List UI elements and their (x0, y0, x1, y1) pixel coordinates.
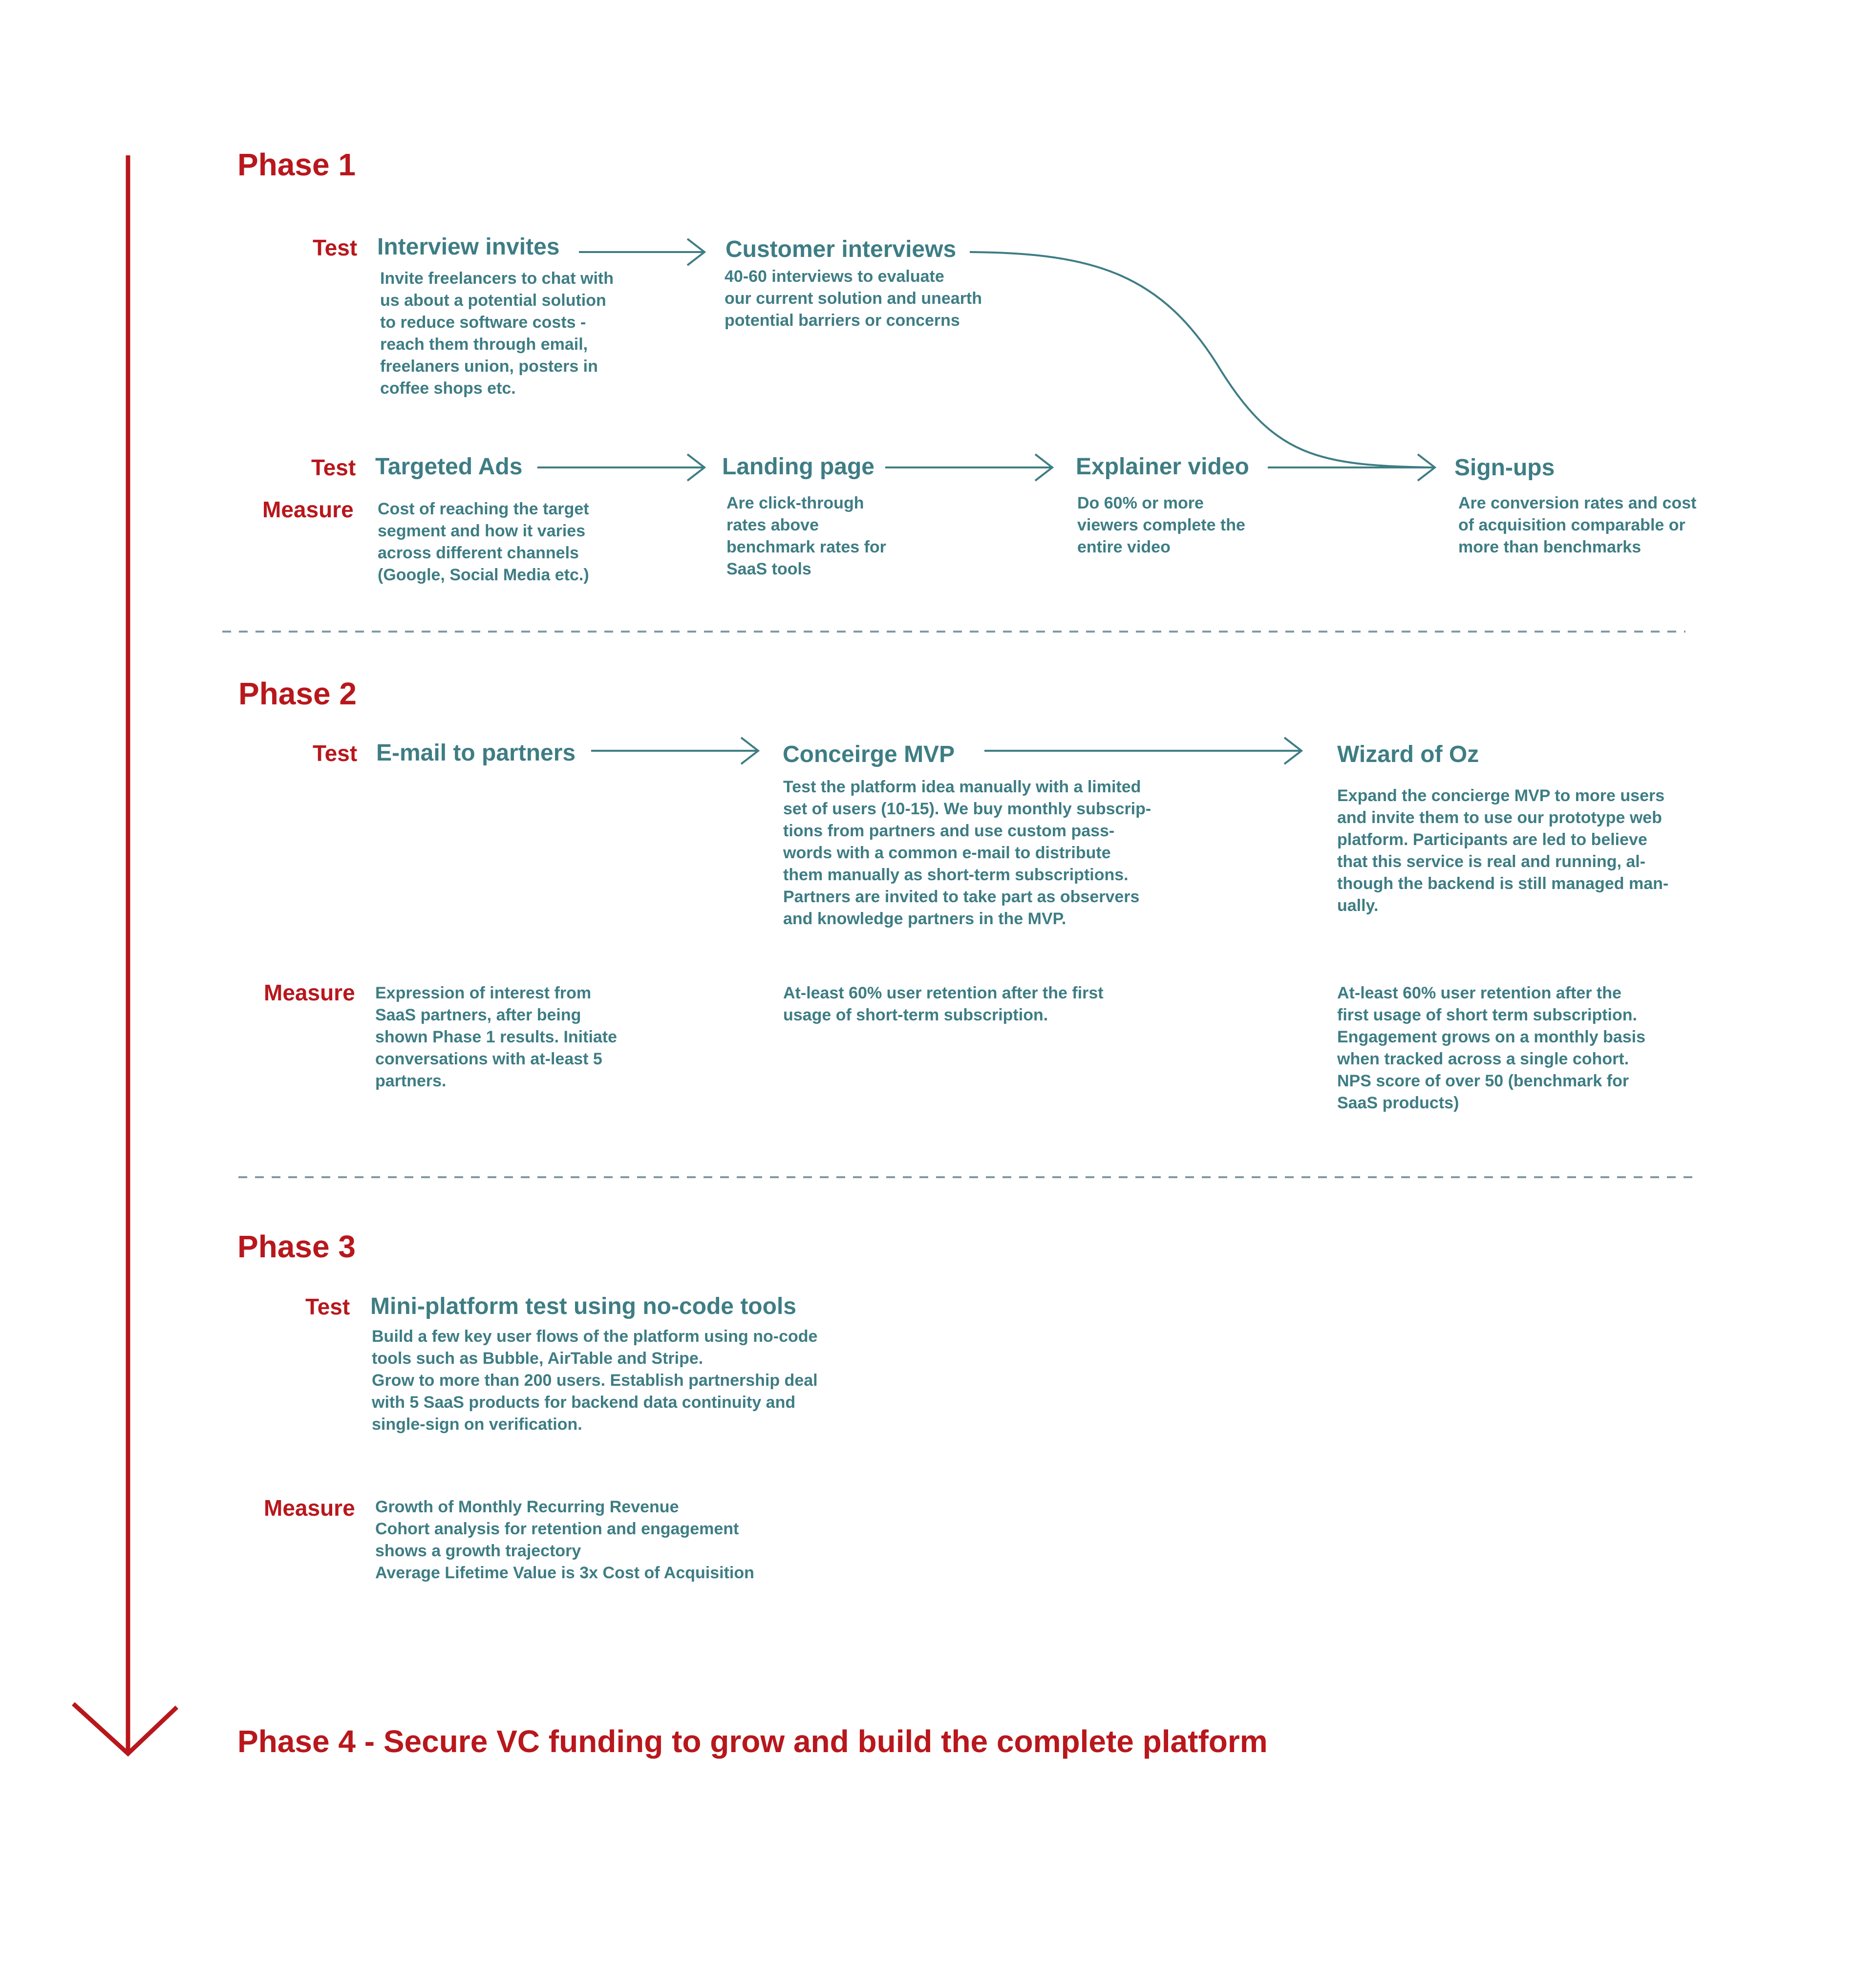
wizard-of-oz-title: Wizard of Oz (1337, 741, 1479, 767)
phase4-title: Phase 4 - Secure VC funding to grow and … (237, 1724, 1268, 1759)
wizard-of-oz-desc: Expand the concierge MVP to more users a… (1337, 786, 1669, 915)
concierge-mvp-desc: Test the platform idea manually with a l… (783, 778, 1151, 928)
phase3-test-label: Test (305, 1294, 350, 1319)
landing-page-title: Landing page (722, 454, 874, 480)
explainer-video-title: Explainer video (1076, 454, 1249, 480)
phase2-measure-label: Measure (264, 980, 355, 1005)
arrowhead-ads-to-landing (686, 453, 706, 482)
interview-invites-desc: Invite freelancers to chat with us about… (380, 269, 614, 398)
phase2-test-label: Test (313, 741, 358, 766)
phase1-test-label: Test (313, 235, 358, 260)
mini-platform-title: Mini-platform test using no-code tools (370, 1293, 796, 1319)
targeted-ads-title: Targeted Ads (375, 454, 523, 480)
targeted-ads-desc: Cost of reaching the target segment and … (378, 500, 589, 584)
timeline-arrowhead (71, 1702, 179, 1757)
sign-ups-desc: Are conversion rates and cost of acquisi… (1458, 494, 1697, 556)
phase3-title: Phase 3 (237, 1229, 356, 1264)
mini-platform-desc: Build a few key user flows of the platfo… (372, 1327, 818, 1434)
sign-ups-title: Sign-ups (1454, 455, 1555, 481)
concierge-mvp-title: Conceirge MVP (783, 741, 955, 767)
phase1-measure-label: Measure (262, 497, 354, 522)
landing-page-desc: Are click-through rates above benchmark … (726, 494, 886, 578)
arrowhead-landing-to-video (1034, 453, 1054, 482)
email-partners-title: E-mail to partners (376, 740, 576, 766)
phase3-measure-label: Measure (264, 1495, 355, 1521)
customer-interviews-desc: 40-60 interviews to evaluate our current… (725, 267, 982, 330)
explainer-video-desc: Do 60% or more viewers complete the enti… (1077, 494, 1245, 556)
concierge-mvp-measure: At-least 60% user retention after the fi… (783, 984, 1104, 1024)
email-partners-measure: Expression of interest from SaaS partner… (375, 984, 618, 1090)
phase1-title: Phase 1 (237, 147, 356, 182)
mini-platform-measure: Growth of Monthly Recurring Revenue Coho… (375, 1498, 754, 1582)
arrowhead-invites-to-interviews (686, 238, 706, 266)
wizard-of-oz-measure: At-least 60% user retention after the fi… (1337, 984, 1645, 1112)
interview-invites-title: Interview invites (377, 234, 560, 260)
customer-interviews-title: Customer interviews (725, 236, 957, 262)
curve-interviews-to-signups (969, 251, 1432, 468)
arrowhead-video-to-signups (1417, 453, 1437, 482)
phase1-test2-label: Test (311, 455, 356, 480)
arrowhead-concierge-to-wizard (1283, 737, 1303, 765)
phase2-title: Phase 2 (238, 676, 357, 711)
arrowhead-email-to-concierge (740, 737, 760, 765)
